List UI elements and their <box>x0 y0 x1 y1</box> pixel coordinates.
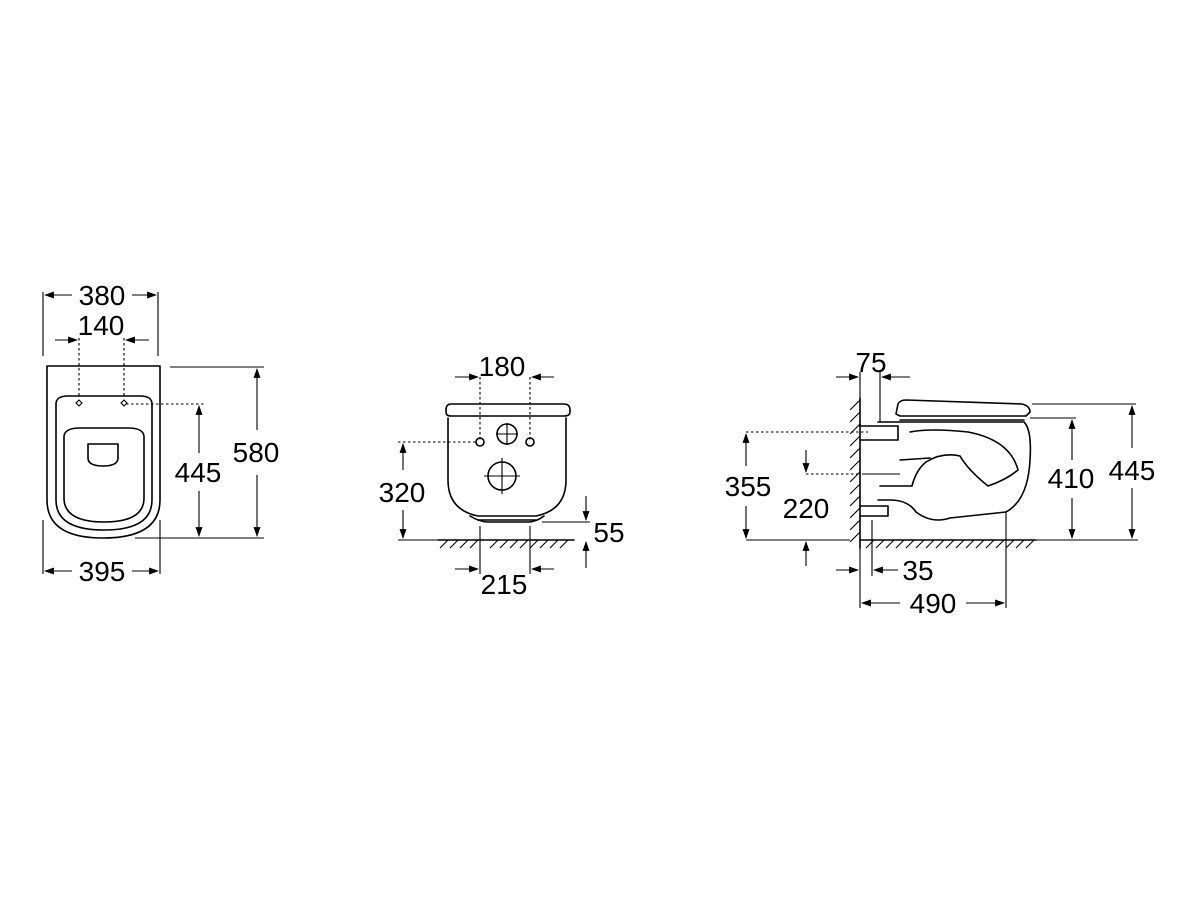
dim-outlet-width: 215 <box>481 569 528 600</box>
top-view-seat-opening <box>63 427 145 523</box>
top-view-bolt-left-icon <box>75 399 83 407</box>
front-view: 180 320 55 215 <box>379 351 625 600</box>
front-view-bowl-outline <box>447 417 567 517</box>
dim-wall-offset: 75 <box>855 347 886 378</box>
dim-supply-height: 355 <box>725 471 772 502</box>
front-view-floor-hatch <box>439 539 569 549</box>
dim-bottom-width: 395 <box>79 556 126 587</box>
side-view-wall-hatch <box>849 399 861 543</box>
side-view-bowl-outline <box>877 421 1032 521</box>
dim-overall-projection: 490 <box>910 588 957 619</box>
dim-inlet-height: 320 <box>379 477 426 508</box>
dim-outlet-center-height: 220 <box>783 493 830 524</box>
top-view-seat-outline <box>55 395 153 531</box>
dim-outlet-projection: 35 <box>902 555 933 586</box>
dim-bowl-height: 410 <box>1048 463 1095 494</box>
side-view-floor-hatch <box>865 539 1035 549</box>
side-view: 75 355 220 410 445 35 490 <box>725 347 1156 619</box>
dim-seat-height: 445 <box>1109 455 1156 486</box>
top-view-bolt-right-icon <box>120 399 128 407</box>
dim-overall-length: 580 <box>233 437 280 468</box>
top-view: 380 140 395 580 445 <box>42 280 280 587</box>
top-view-bowl-outline <box>46 365 161 539</box>
dim-outlet-height: 55 <box>593 517 624 548</box>
side-view-supply-pipe <box>859 425 899 441</box>
front-view-seat-lid <box>445 403 571 417</box>
dim-bolt-spacing: 140 <box>78 310 125 341</box>
dim-overall-width: 380 <box>79 280 126 311</box>
top-view-flush-outlet <box>87 443 119 467</box>
front-view-base-foot <box>469 515 545 523</box>
side-view-outlet-pipe <box>859 505 889 517</box>
dim-bolt-to-front: 445 <box>175 457 222 488</box>
side-view-trapway <box>879 429 1019 487</box>
dim-inlet-spacing: 180 <box>479 351 526 382</box>
side-view-seat-lid <box>895 399 1031 417</box>
